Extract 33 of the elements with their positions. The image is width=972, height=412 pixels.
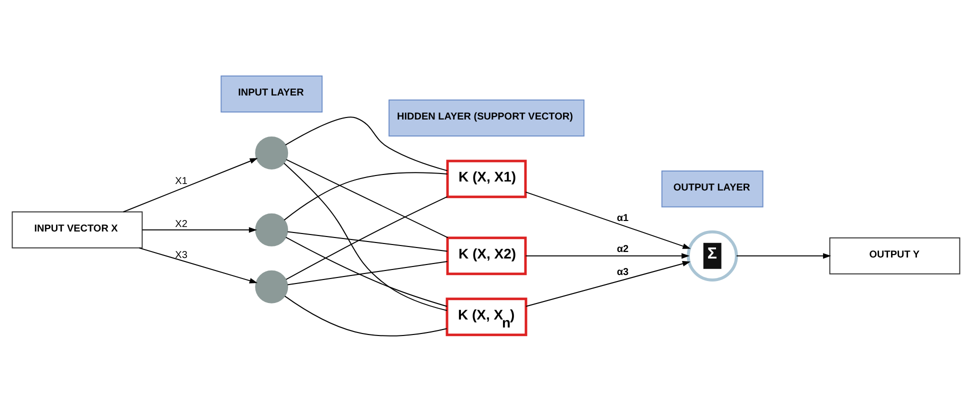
node-circle — [255, 136, 288, 170]
connector — [286, 159, 448, 238]
node-box: OUTPUT LAYER — [661, 170, 764, 208]
arrow — [526, 260, 690, 307]
node-box: K (X, X2) — [446, 236, 527, 276]
arrow — [138, 247, 258, 284]
arrow — [122, 158, 258, 212]
arrow — [142, 227, 257, 233]
connector — [285, 236, 448, 307]
arrow — [525, 192, 691, 249]
edge-label: α2 — [616, 244, 629, 255]
connector — [284, 172, 448, 221]
node-box: INPUT VECTOR X — [12, 211, 143, 248]
connector — [285, 116, 448, 172]
edge-label: α3 — [616, 266, 629, 278]
edge-label: X3 — [175, 250, 188, 261]
edge-label: X2 — [175, 218, 188, 230]
arrow — [736, 253, 832, 259]
edge-label: X1 — [175, 176, 188, 187]
node-box: INPUT LAYER — [220, 76, 323, 112]
node-circle — [255, 213, 288, 246]
connector — [284, 296, 448, 336]
arrow — [525, 253, 690, 259]
connector — [284, 162, 448, 311]
node-circle: Σ — [686, 230, 738, 282]
connector — [286, 196, 448, 280]
connector — [287, 260, 448, 286]
node-box: HIDDEN LAYER (SUPPORT VECTOR) — [388, 99, 584, 136]
connector — [287, 231, 448, 252]
node-circle — [255, 270, 288, 304]
node-box: OUTPUT Y — [829, 237, 960, 274]
node-box: K (X, X1) — [446, 160, 527, 198]
edge-label: α1 — [616, 212, 629, 224]
